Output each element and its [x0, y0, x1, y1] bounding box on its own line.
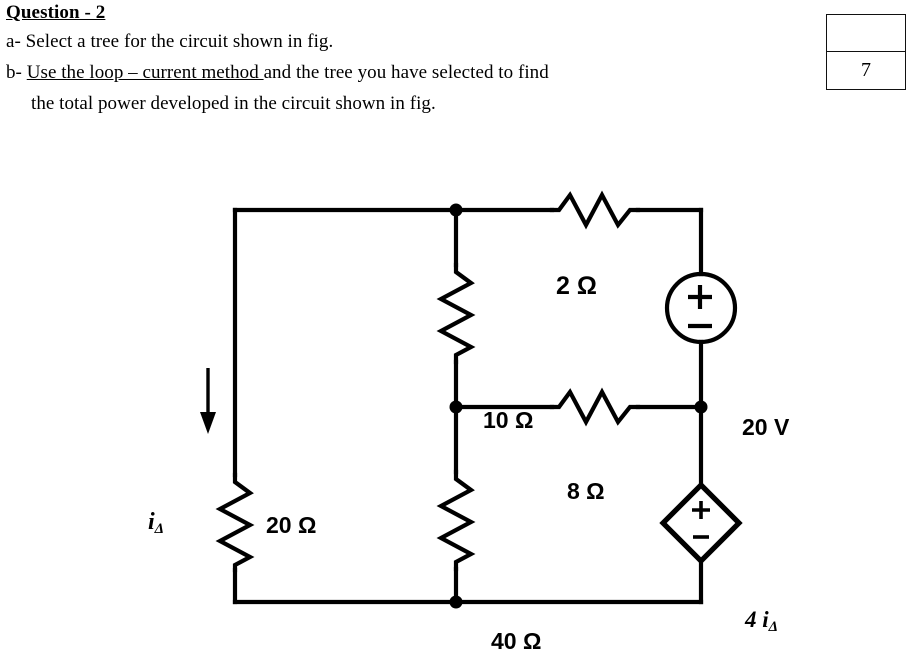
resistor-40ohm-symbol: [436, 469, 476, 572]
junction-dots: [449, 203, 708, 609]
circuit-svg: [200, 190, 743, 609]
circuit-diagram: 2 Ω 10 Ω 8 Ω 20 Ω 40 Ω 20 V 4 iΔ iΔ: [0, 120, 914, 654]
dependent-source-subscript: Δ: [768, 619, 779, 636]
question-part-b-line2: the total power developed in the circuit…: [31, 93, 436, 114]
current-subscript: Δ: [154, 521, 165, 538]
resistor-20ohm-symbol: [215, 472, 255, 573]
resistor-10ohm-symbol: [436, 262, 476, 365]
question-part-b-rest: and the tree you have selected to find: [263, 62, 549, 83]
node-top-middle: [449, 203, 463, 217]
label-resistor-10ohm: 10 Ω: [483, 407, 534, 433]
score-box-top-cell[interactable]: [827, 15, 905, 52]
question-part-a: a- Select a tree for the circuit shown i…: [6, 31, 334, 52]
score-box-bottom-cell[interactable]: 7: [861, 59, 871, 81]
current-arrow-head: [200, 412, 216, 434]
label-dependent-source: 4 iΔ: [745, 607, 778, 636]
voltage-source-polarity: [688, 285, 712, 329]
current-variable: i: [148, 509, 155, 535]
label-resistor-2ohm: 2 Ω: [556, 272, 597, 300]
resistor-2ohm-symbol: [549, 190, 641, 230]
page-title: Question - 2: [6, 2, 106, 23]
question-part-b-underlined: Use the loop – current method: [26, 62, 264, 83]
current-arrow-i-delta: [200, 368, 216, 434]
dependent-source-diamond: [659, 481, 743, 565]
node-bottom-middle: [449, 595, 463, 609]
question-part-b: b- Use the loop – current method and the…: [6, 62, 549, 84]
dependent-source-coefficient: 4: [745, 607, 763, 632]
label-resistor-8ohm: 8 Ω: [567, 478, 605, 504]
label-resistor-20ohm: 20 Ω: [266, 512, 317, 538]
label-current-i-delta: iΔ: [148, 509, 164, 538]
label-resistor-40ohm: 40 Ω: [491, 628, 542, 654]
dependent-source-polarity: [692, 501, 710, 539]
score-box: 7: [826, 14, 906, 90]
resistor-8ohm-symbol: [549, 387, 641, 427]
node-mid-middle: [449, 400, 463, 414]
question-part-b-prefix: b-: [6, 62, 27, 83]
node-mid-right: [694, 400, 708, 414]
label-voltage-source-20v: 20 V: [742, 414, 790, 440]
